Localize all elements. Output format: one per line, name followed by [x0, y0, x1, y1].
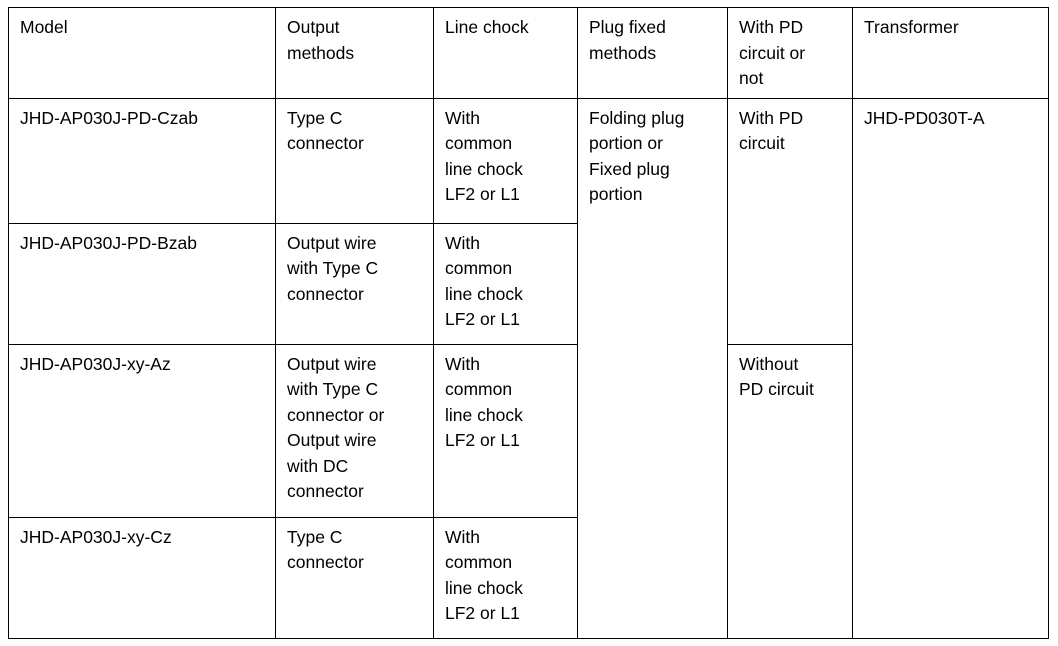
table-row: JHD-AP030J-xy-Cz Type C connector With c…	[8, 516, 1049, 639]
column-header-line-chock: Line chock	[433, 7, 578, 99]
column-header-transformer-label: Transformer	[864, 17, 959, 37]
cell-model-value: JHD-AP030J-PD-Czab	[20, 107, 198, 128]
product-specification-table: Model Output methods Line chock Plug fix…	[8, 7, 1049, 639]
cell-output-methods-value: Type C connector	[287, 526, 364, 573]
cell-line-chock-value: With common line chock LF2 or L1	[445, 526, 523, 624]
cell-transformer-merged: JHD-PD030T-A	[852, 97, 1049, 639]
cell-pd-circuit-with-value: With PD circuit	[739, 107, 804, 154]
cell-model: JHD-AP030J-xy-Cz	[8, 516, 276, 639]
cell-output-methods-value: Type C connector	[287, 107, 364, 154]
cell-plug-fixed-methods-merged: Folding plug portion or Fixed plug porti…	[577, 97, 728, 639]
cell-output-methods: Output wire with Type C connector	[275, 222, 434, 345]
cell-output-methods: Type C connector	[275, 516, 434, 639]
table-row: JHD-AP030J-xy-Az Output wire with Type C…	[8, 343, 1049, 639]
cell-line-chock-value: With common line chock LF2 or L1	[445, 107, 523, 205]
cell-pd-circuit-with-merged: With PD circuit	[727, 97, 853, 345]
cell-model-value: JHD-AP030J-xy-Az	[20, 353, 171, 374]
column-header-plug-fixed-methods: Plug fixed methods	[577, 7, 728, 99]
cell-output-methods: Output wire with Type C connector or Out…	[275, 343, 434, 518]
cell-line-chock-value: With common line chock LF2 or L1	[445, 232, 523, 330]
column-header-output-methods-label: Output methods	[287, 17, 355, 63]
cell-line-chock: With common line chock LF2 or L1	[433, 343, 578, 518]
cell-plug-fixed-methods-value: Folding plug portion or Fixed plug porti…	[589, 107, 685, 205]
cell-output-methods-value: Output wire with Type C connector or Out…	[287, 353, 385, 502]
column-header-line-chock-label: Line chock	[445, 17, 529, 37]
column-header-pd-circuit: With PD circuit or not	[727, 7, 853, 99]
column-header-output-methods: Output methods	[275, 7, 434, 99]
cell-line-chock: With common line chock LF2 or L1	[433, 97, 578, 224]
cell-pd-circuit-without-merged: Without PD circuit	[727, 343, 853, 639]
cell-model-value: JHD-AP030J-xy-Cz	[20, 526, 172, 547]
column-header-model-label: Model	[20, 17, 68, 37]
column-header-transformer: Transformer	[852, 7, 1049, 99]
cell-line-chock-value: With common line chock LF2 or L1	[445, 353, 523, 451]
cell-transformer-value: JHD-PD030T-A	[864, 107, 985, 128]
cell-model-value: JHD-AP030J-PD-Bzab	[20, 232, 197, 253]
column-header-plug-fixed-methods-label: Plug fixed methods	[589, 17, 666, 63]
cell-line-chock: With common line chock LF2 or L1	[433, 516, 578, 639]
column-header-pd-circuit-label: With PD circuit or not	[739, 17, 806, 89]
cell-model: JHD-AP030J-xy-Az	[8, 343, 276, 518]
table-row: JHD-AP030J-PD-Bzab Output wire with Type…	[8, 222, 1049, 345]
column-header-model: Model	[8, 7, 276, 99]
cell-output-methods-value: Output wire with Type C connector	[287, 232, 379, 304]
cell-model: JHD-AP030J-PD-Bzab	[8, 222, 276, 345]
cell-output-methods: Type C connector	[275, 97, 434, 224]
cell-model: JHD-AP030J-PD-Czab	[8, 97, 276, 224]
cell-pd-circuit-without-value: Without PD circuit	[739, 353, 814, 400]
table-header-row: Model Output methods Line chock Plug fix…	[8, 7, 1049, 99]
table-row: JHD-AP030J-PD-Czab Type C connector With…	[8, 97, 1049, 639]
cell-line-chock: With common line chock LF2 or L1	[433, 222, 578, 345]
